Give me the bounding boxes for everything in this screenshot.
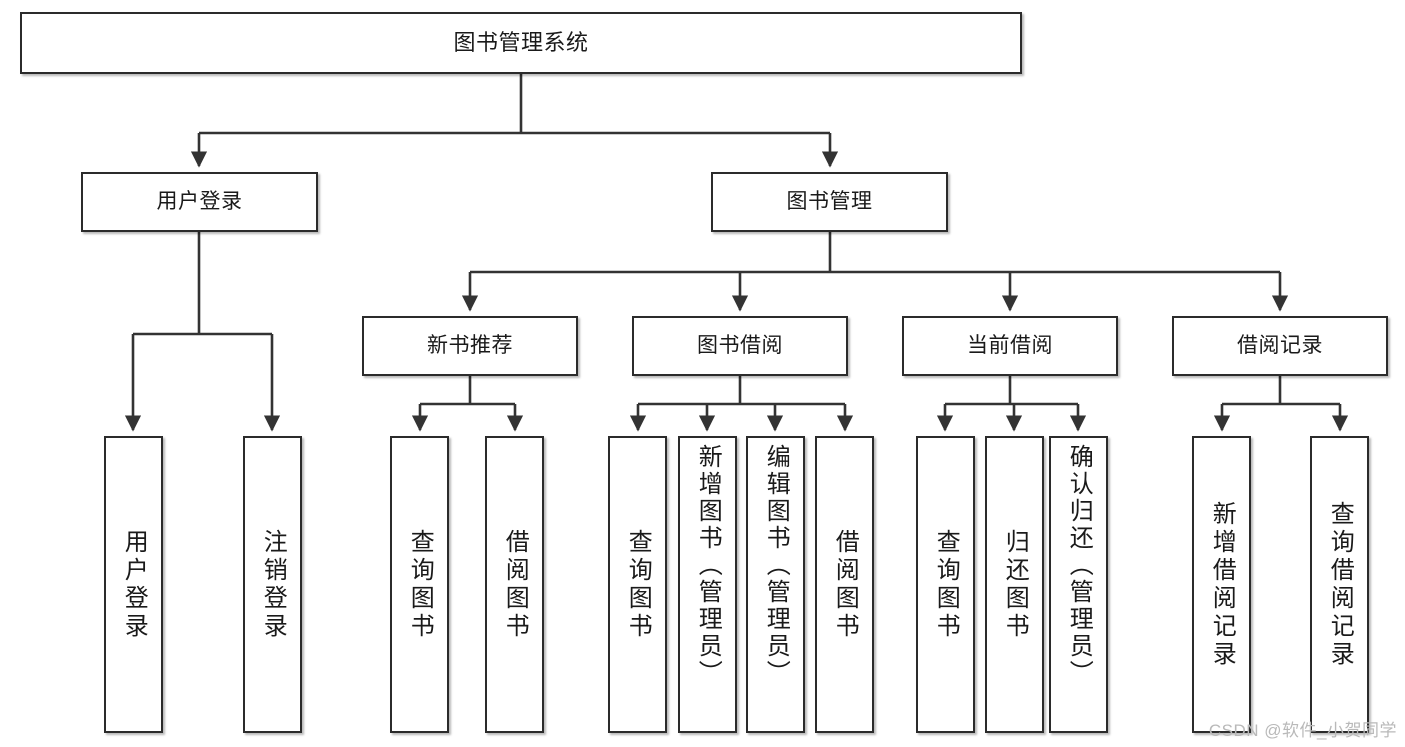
leaf-book-borrow-borrow[interactable]: 借阅图书 <box>815 436 874 733</box>
leaf-book-borrow-query[interactable]: 查询图书 <box>608 436 667 733</box>
leaf-label: 查询图书 <box>406 528 434 641</box>
leaf-label: 确认归还（管理员） <box>1065 444 1093 687</box>
leaf-new-book-query[interactable]: 查询图书 <box>390 436 449 733</box>
node-book-management[interactable]: 图书管理 <box>711 172 948 232</box>
leaf-label: 归还图书 <box>1001 528 1029 641</box>
leaf-label: 注销登录 <box>259 528 287 641</box>
leaf-label: 查询图书 <box>932 528 960 641</box>
node-new-book-recommend-label: 新书推荐 <box>427 333 513 357</box>
node-borrow-record[interactable]: 借阅记录 <box>1172 316 1388 376</box>
node-user-login-label: 用户登录 <box>156 189 243 213</box>
leaf-current-borrow-return[interactable]: 归还图书 <box>985 436 1044 733</box>
node-root-label: 图书管理系统 <box>453 30 589 56</box>
leaf-book-borrow-add[interactable]: 新增图书（管理员） <box>678 436 737 733</box>
leaf-label: 编辑图书（管理员） <box>762 444 790 687</box>
node-current-borrow[interactable]: 当前借阅 <box>902 316 1118 376</box>
leaf-new-book-borrow[interactable]: 借阅图书 <box>485 436 544 733</box>
node-root[interactable]: 图书管理系统 <box>20 12 1022 74</box>
csdn-watermark: CSDN @软件_小贺同学 <box>1208 721 1397 740</box>
leaf-label: 新增图书（管理员） <box>694 444 722 687</box>
node-new-book-recommend[interactable]: 新书推荐 <box>362 316 578 376</box>
leaf-borrow-record-query[interactable]: 查询借阅记录 <box>1310 436 1369 733</box>
leaf-label: 借阅图书 <box>501 528 529 641</box>
leaf-borrow-record-add[interactable]: 新增借阅记录 <box>1192 436 1251 733</box>
leaf-current-borrow-query[interactable]: 查询图书 <box>916 436 975 733</box>
node-borrow-record-label: 借阅记录 <box>1237 333 1323 357</box>
leaf-book-borrow-edit[interactable]: 编辑图书（管理员） <box>746 436 805 733</box>
node-book-borrow[interactable]: 图书借阅 <box>632 316 848 376</box>
node-book-borrow-label: 图书借阅 <box>697 333 783 357</box>
leaf-user-login-signin[interactable]: 用户登录 <box>104 436 163 733</box>
node-user-login[interactable]: 用户登录 <box>81 172 318 232</box>
leaf-user-login-signout[interactable]: 注销登录 <box>243 436 302 733</box>
leaf-label: 借阅图书 <box>831 528 859 641</box>
node-book-management-label: 图书管理 <box>786 189 873 213</box>
leaf-label: 新增借阅记录 <box>1208 500 1236 669</box>
node-current-borrow-label: 当前借阅 <box>967 333 1053 357</box>
leaf-label: 用户登录 <box>120 528 148 641</box>
leaf-current-borrow-confirm-return[interactable]: 确认归还（管理员） <box>1049 436 1108 733</box>
leaf-label: 查询借阅记录 <box>1326 500 1354 669</box>
leaf-label: 查询图书 <box>624 528 652 641</box>
